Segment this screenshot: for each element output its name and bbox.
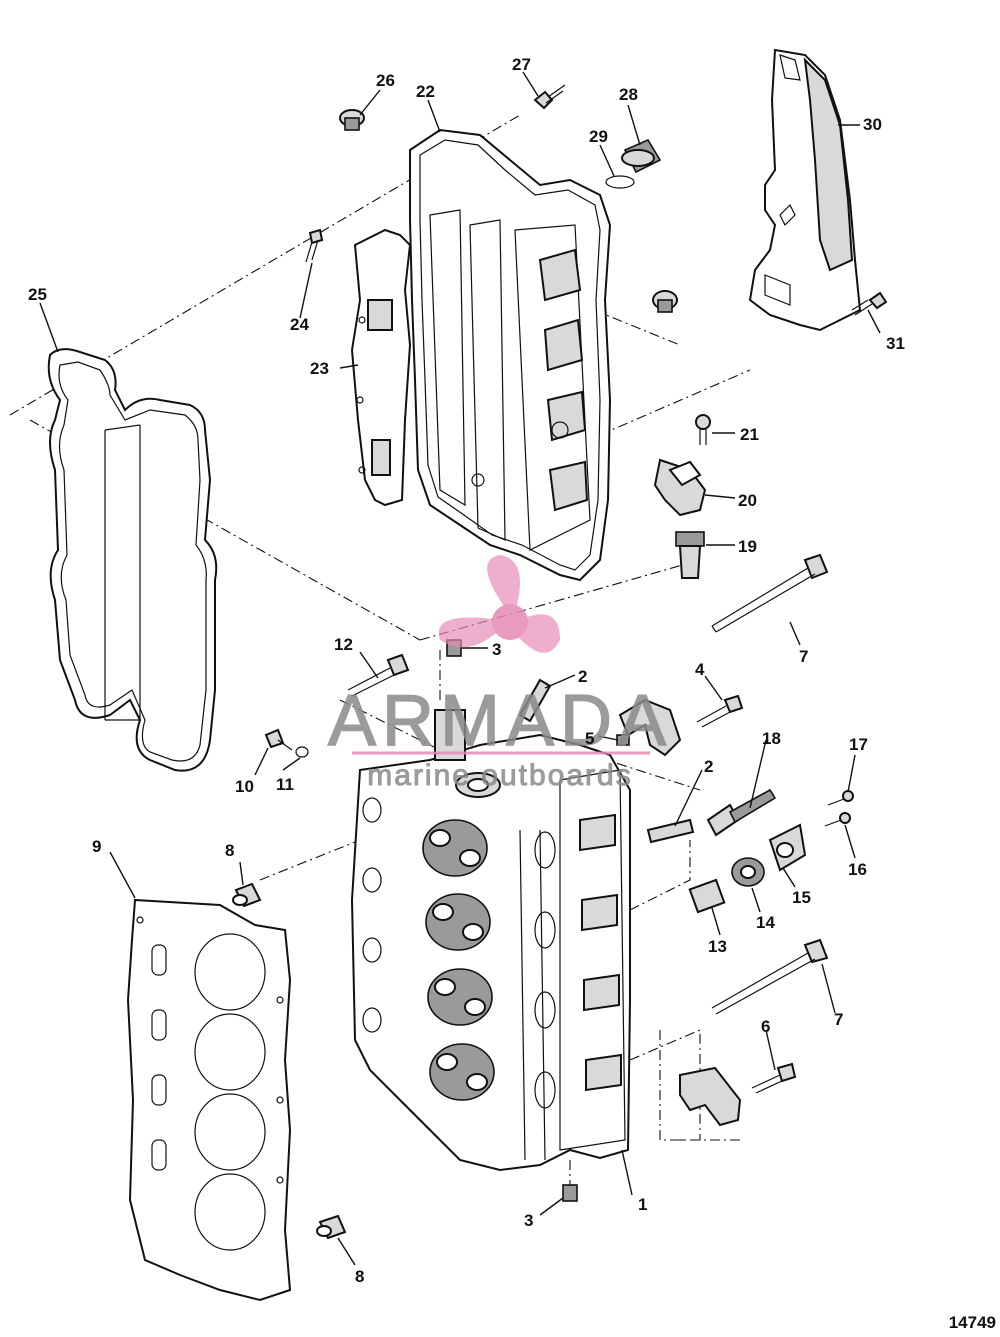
- callout-28: 28: [619, 85, 638, 104]
- bracket-4-part: [618, 698, 682, 757]
- callout-16: 16: [848, 860, 867, 879]
- callout-20: 20: [738, 491, 757, 510]
- callout-26: 26: [376, 71, 395, 90]
- callout-24: 24: [290, 315, 309, 334]
- valve-cover-gasket-part: [47, 348, 218, 772]
- bolt-12-part: [347, 653, 410, 697]
- callout-3-upper: 3: [492, 640, 501, 659]
- grommet-26-part: [339, 109, 365, 131]
- cover-15-part: [768, 823, 807, 872]
- callout-4: 4: [695, 660, 705, 679]
- callout-2-lower: 2: [704, 757, 713, 776]
- seal-14-part: [731, 857, 765, 887]
- callout-25: 25: [28, 285, 47, 304]
- callout-8-lower: 8: [355, 1267, 364, 1286]
- callout-1: 1: [638, 1195, 647, 1214]
- cylinder-head-bolt-upper-part: [711, 553, 829, 633]
- callout-27: 27: [512, 55, 531, 74]
- armada-watermark: ARMADA marine outboards: [327, 555, 672, 793]
- valve-cover-housing-part: [409, 128, 612, 582]
- callout-8-upper: 8: [225, 841, 234, 860]
- dowel-pin-2-lower-part: [646, 818, 695, 844]
- washer-11-part: [295, 746, 309, 758]
- o-ring-29-part: [605, 175, 635, 189]
- callout-29: 29: [589, 127, 608, 146]
- plug-3-lower-part: [562, 1184, 578, 1202]
- sensor-18-part: [706, 788, 777, 837]
- callout-7-lower: 7: [834, 1010, 843, 1029]
- sender-13-part: [688, 878, 726, 914]
- leader-lines: [39, 71, 881, 1266]
- callout-6: 6: [761, 1017, 770, 1036]
- head-gasket-part: [126, 898, 292, 1302]
- callout-9: 9: [92, 837, 101, 856]
- callout-7-upper: 7: [799, 647, 808, 666]
- bolt-4-part: [696, 694, 744, 728]
- callout-21: 21: [740, 425, 759, 444]
- bolt-6-part: [751, 1062, 797, 1094]
- propeller-logo-icon: [438, 555, 560, 653]
- cylinder-head-part: [350, 709, 631, 1172]
- grommet-part: [652, 290, 678, 313]
- callout-23: 23: [310, 359, 329, 378]
- bolt-24-part: [305, 228, 324, 263]
- screw-16-part: [824, 812, 851, 827]
- callout-labels: 1 2 2 3 3 4 5 6 7 7 8 8 9 10 11 12 13 14…: [28, 55, 905, 1286]
- callout-5: 5: [585, 729, 594, 748]
- callout-10: 10: [235, 777, 254, 796]
- sleeve-8-upper-part: [232, 882, 262, 908]
- valve-cover-plate-part: [350, 228, 412, 507]
- bracket-6-part: [679, 1066, 742, 1127]
- callout-15: 15: [792, 888, 811, 907]
- callout-17: 17: [849, 735, 868, 754]
- figure-number: 14749: [949, 1313, 996, 1332]
- thermostat-cover-part: [653, 458, 707, 517]
- bolt-21-part: [695, 414, 711, 445]
- callout-31: 31: [886, 334, 905, 353]
- callout-2-upper: 2: [578, 667, 587, 686]
- callout-19: 19: [738, 537, 757, 556]
- watermark-brand: ARMADA: [328, 681, 672, 761]
- screw-17-part: [827, 790, 854, 806]
- cover-bracket-part: [748, 48, 862, 332]
- bolt-10-part: [264, 728, 293, 751]
- callout-18: 18: [762, 729, 781, 748]
- sleeve-8-lower-part: [316, 1214, 347, 1240]
- callout-14: 14: [756, 913, 775, 932]
- oil-filler-cap-part: [621, 138, 662, 174]
- callout-3-lower: 3: [524, 1211, 533, 1230]
- callout-12: 12: [334, 635, 353, 654]
- callout-22: 22: [416, 82, 435, 101]
- watermark-tagline: marine outboards: [367, 759, 632, 792]
- callout-30: 30: [863, 115, 882, 134]
- callout-11: 11: [276, 775, 294, 794]
- screw-31-part: [851, 291, 888, 316]
- bolt-27-part: [533, 84, 566, 110]
- cylinder-head-bolt-lower-part: [711, 938, 829, 1015]
- callout-13: 13: [708, 937, 727, 956]
- thermostat-part: [675, 531, 705, 579]
